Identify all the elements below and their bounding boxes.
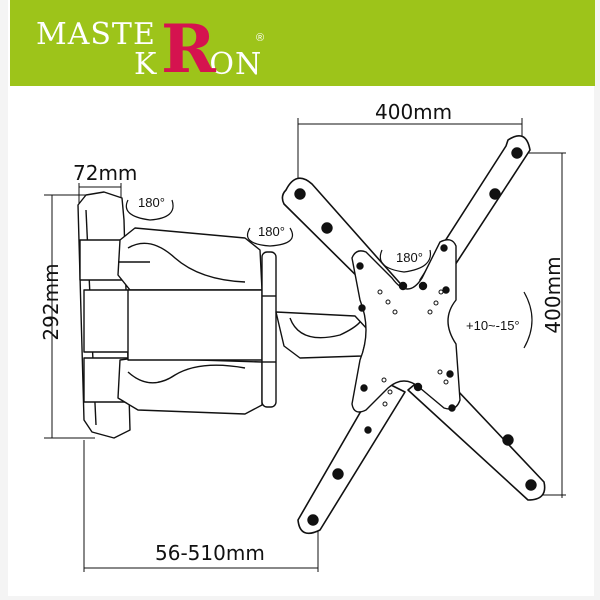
logo-text-line1: MASTE xyxy=(36,17,156,52)
tilt-range-label: +10~-15° xyxy=(466,318,520,333)
wall-mount-drawing xyxy=(44,118,566,572)
wall-plate-depth-label: 72mm xyxy=(73,161,138,185)
logo-on: ON xyxy=(209,47,263,82)
small-holes xyxy=(377,289,449,407)
rotation-arrows xyxy=(125,199,533,349)
wall-pivot-rotation-label: 180° xyxy=(138,195,165,210)
vesa-height-label: 400mm xyxy=(541,256,565,334)
lower-arm xyxy=(117,357,263,415)
vesa-center-plate xyxy=(351,239,461,413)
arm-pivot-rotation-label: 180° xyxy=(258,224,285,239)
hinge-column xyxy=(261,251,277,408)
brand-header: MASTE K ON R ® xyxy=(10,0,595,86)
plate-arm xyxy=(275,311,369,359)
plate-swivel-rotation-label: 180° xyxy=(396,250,423,265)
extension-range-label: 56-510mm xyxy=(155,541,265,565)
bolt-holes xyxy=(294,147,537,526)
registered-mark: ® xyxy=(256,32,265,44)
arm-center-block xyxy=(127,289,263,361)
wall-plate-height-label: 292mm xyxy=(39,263,63,341)
vesa-width-label: 400mm xyxy=(375,100,453,124)
upper-arm xyxy=(117,227,263,291)
logo-text-line2: K ON xyxy=(134,50,262,80)
logo-accent-r: R xyxy=(161,10,216,88)
logo-k: K xyxy=(134,47,158,82)
